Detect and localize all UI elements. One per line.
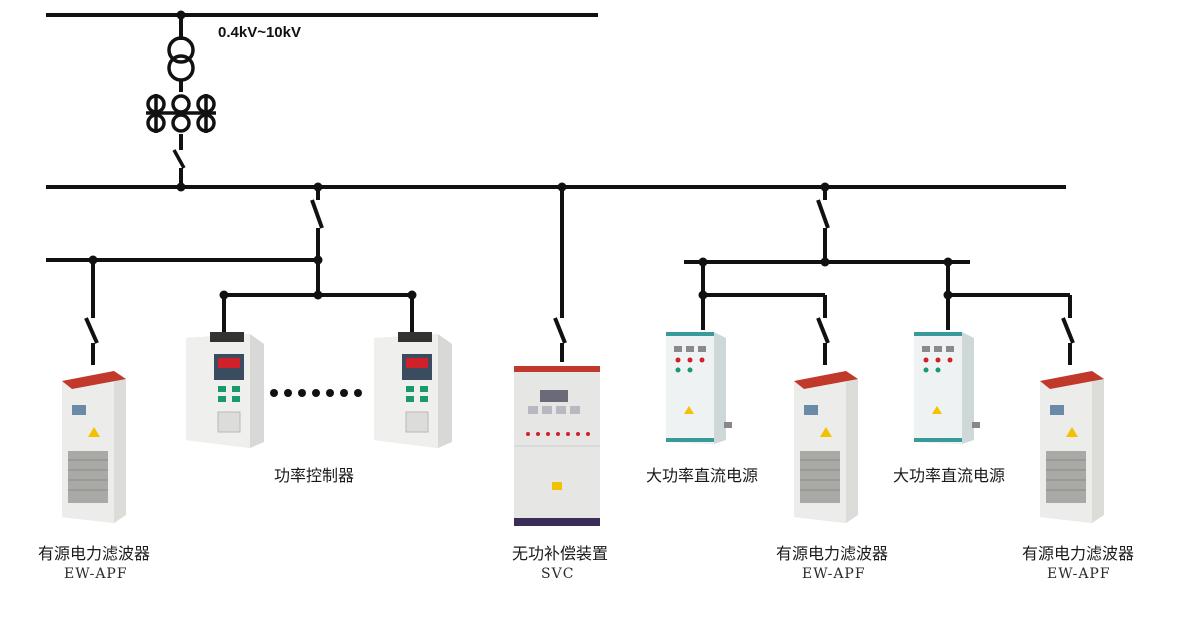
switch-symbol: [310, 199, 324, 229]
apf-1-model: EW-APF: [64, 566, 128, 582]
apf-3-model: EW-APF: [1047, 566, 1111, 582]
svc-model: SVC: [541, 566, 575, 582]
apf-2-label: 有源电力滤波器: [776, 544, 889, 563]
power-controller-label: 功率控制器: [274, 466, 355, 485]
switch-symbol: [84, 317, 99, 344]
switch-symbol: [816, 317, 830, 344]
power-controller-2: [374, 332, 452, 448]
junction-dots: [88, 10, 953, 300]
dc-supply-cabinet-2: [914, 332, 980, 444]
ellipsis-dots: [270, 389, 362, 397]
dc-supply-1-label: 大功率直流电源: [646, 466, 759, 485]
transformer-icon: [167, 36, 195, 82]
apf-2-model: EW-APF: [802, 566, 866, 582]
dc-supply-2-label: 大功率直流电源: [893, 466, 1006, 485]
apf-cabinet-3: [1040, 371, 1104, 523]
apf-cabinet-2: [794, 371, 858, 523]
apf-3-label: 有源电力滤波器: [1022, 544, 1135, 563]
dc-supply-cabinet-1: [666, 332, 732, 444]
power-controller-1: [186, 332, 264, 448]
apf-cabinet-1: [62, 371, 126, 523]
switch-symbol: [553, 317, 567, 344]
svc-label: 无功补偿装置: [512, 544, 609, 563]
switch-symbol: [816, 199, 830, 229]
current-transformer-icon: [146, 94, 216, 169]
svc-cabinet: [514, 366, 600, 526]
switch-symbol: [1061, 317, 1075, 344]
apf-1-label: 有源电力滤波器: [38, 544, 151, 563]
voltage-label: 0.4kV~10kV: [218, 24, 301, 41]
